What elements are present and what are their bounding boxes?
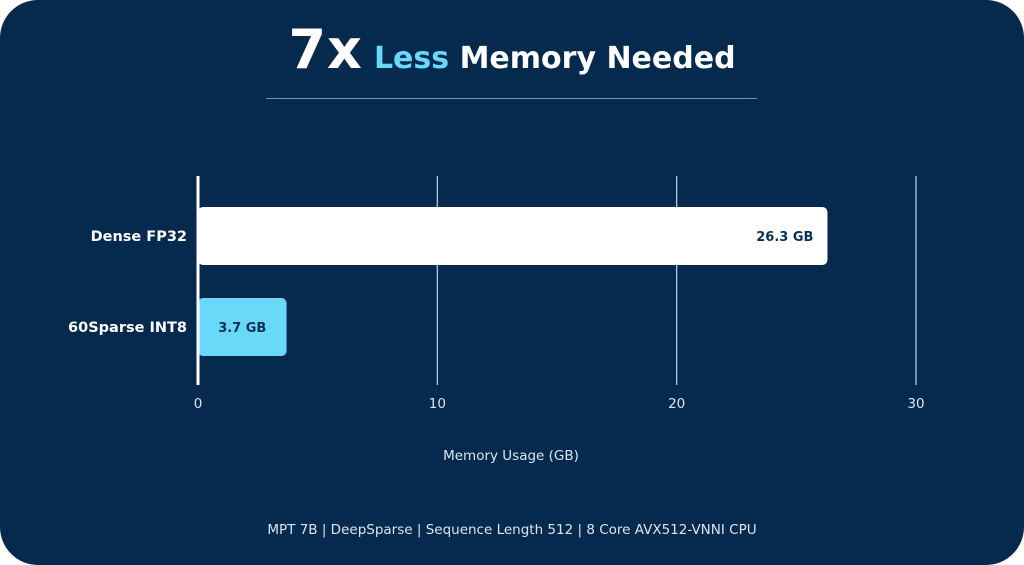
data-label: 26.3 GB — [756, 230, 813, 245]
title-multiplier: 7x — [288, 18, 363, 81]
title-underline — [266, 98, 757, 99]
chart-title: 7x Less Memory Needed — [0, 18, 1024, 81]
x-tick-label: 30 — [907, 396, 924, 412]
data-label: 3.7 GB — [218, 321, 266, 336]
bar — [198, 298, 287, 356]
labels: 0 10 20 30 Dense FP32 26.3 GB 60Sparse INT8 3.7… — [68, 229, 925, 412]
x-axis-title: Memory Usage (GB) — [443, 448, 579, 464]
title-rest-words: Memory Needed — [459, 41, 736, 76]
bar — [198, 207, 828, 265]
title-text: Less Memory Needed — [374, 41, 736, 76]
footer-note: MPT 7B | DeepSparse | Sequence Length 51… — [267, 522, 757, 538]
x-tick-label: 0 — [194, 396, 203, 412]
title-accent-word: Less — [373, 41, 450, 76]
x-tick-label: 20 — [668, 396, 685, 412]
category-label: 60Sparse INT8 — [68, 320, 187, 336]
bars — [198, 207, 828, 356]
category-label: Dense FP32 — [91, 229, 187, 245]
x-tick-label: 10 — [429, 396, 446, 412]
